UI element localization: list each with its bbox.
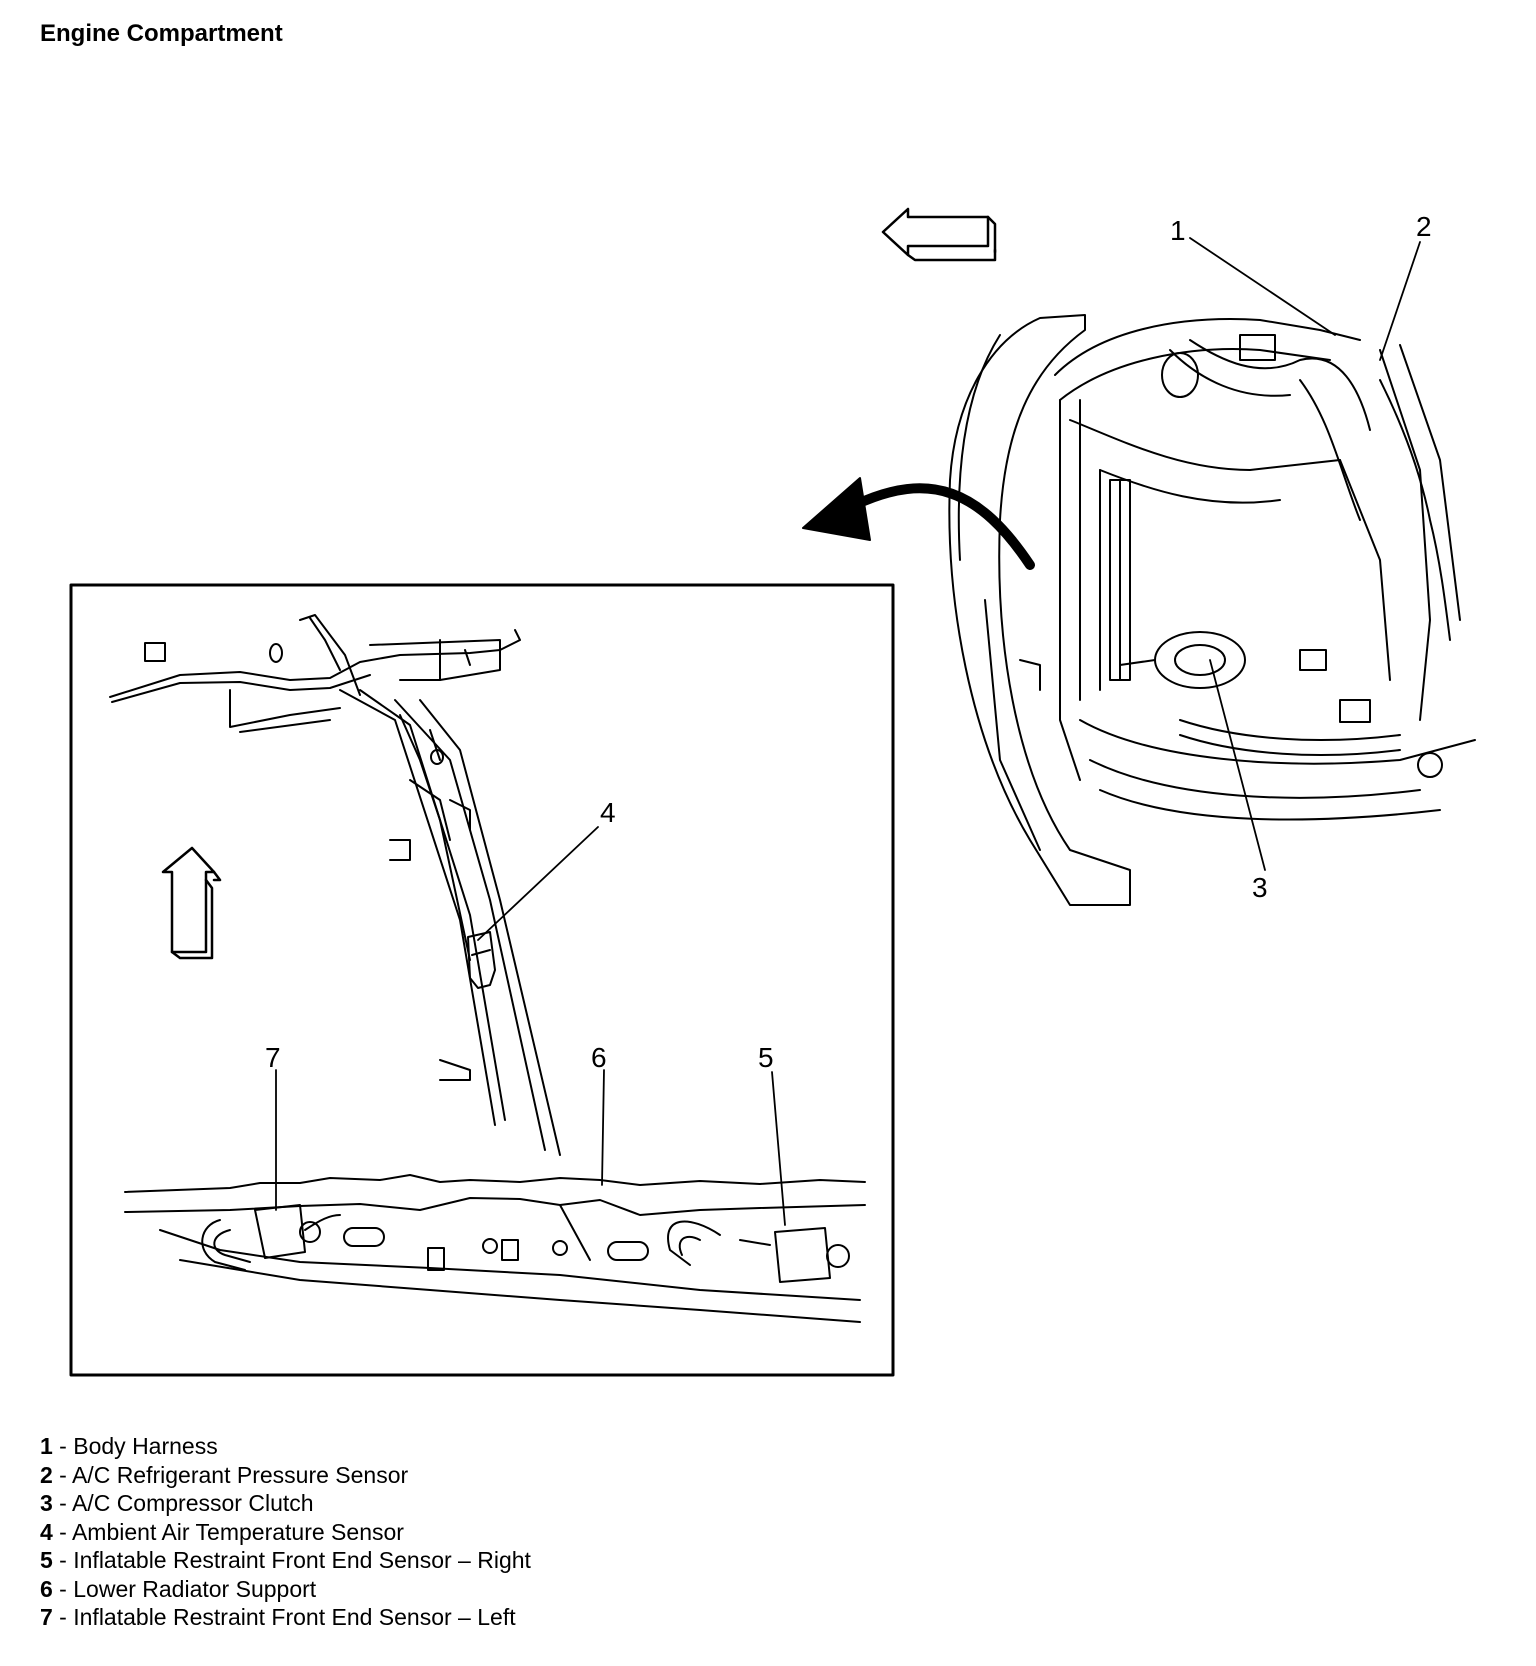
- callout-7: 7: [265, 1042, 281, 1073]
- legend-item: 2 - A/C Refrigerant Pressure Sensor: [40, 1461, 531, 1490]
- callout-6: 6: [591, 1042, 607, 1073]
- legend-label: Body Harness: [73, 1433, 218, 1459]
- direction-arrow-up-icon: [161, 846, 222, 960]
- detail-leader-lines: [275, 826, 786, 1226]
- legend-separator: -: [52, 1433, 74, 1459]
- legend-number: 6: [40, 1575, 53, 1602]
- legend-item: 6 - Lower Radiator Support: [40, 1575, 531, 1604]
- legend-separator: -: [52, 1518, 72, 1545]
- page-title: Engine Compartment: [40, 20, 283, 47]
- legend-number: 5: [40, 1547, 53, 1573]
- legend-label: Ambient Air Temperature Sensor: [71, 1518, 404, 1545]
- callout-labels: 1 2 3 4 5 6 7: [265, 211, 1432, 1073]
- legend-separator: -: [52, 1547, 74, 1573]
- legend-label: Inflatable Restraint Front End Sensor – …: [73, 1604, 516, 1630]
- legend: 1 - Body Harness 2 - A/C Refrigerant Pre…: [40, 1432, 531, 1632]
- legend-number: 3: [40, 1490, 53, 1516]
- callout-1: 1: [1170, 215, 1186, 246]
- legend-separator: -: [52, 1575, 74, 1602]
- detail-curved-arrow-icon: [802, 477, 1035, 570]
- legend-separator: -: [52, 1490, 72, 1516]
- engine-compartment-overview: [948, 314, 1476, 906]
- callout-3: 3: [1252, 872, 1268, 903]
- legend-item: 4 - Ambient Air Temperature Sensor: [40, 1518, 531, 1547]
- legend-number: 2: [40, 1461, 53, 1488]
- legend-item: 1 - Body Harness: [40, 1432, 531, 1461]
- right-front-end-sensor: [667, 1220, 850, 1283]
- legend-separator: -: [52, 1461, 72, 1488]
- legend-number: 7: [40, 1604, 53, 1630]
- callout-5: 5: [758, 1042, 774, 1073]
- legend-label: Lower Radiator Support: [73, 1575, 317, 1602]
- legend-item: 7 - Inflatable Restraint Front End Senso…: [40, 1603, 531, 1632]
- legend-number: 4: [40, 1518, 53, 1545]
- direction-arrow-left-icon: [881, 207, 997, 262]
- legend-item: 5 - Inflatable Restraint Front End Senso…: [40, 1546, 531, 1575]
- callout-2: 2: [1416, 211, 1432, 242]
- legend-label: A/C Compressor Clutch: [71, 1490, 314, 1516]
- legend-item: 3 - A/C Compressor Clutch: [40, 1489, 531, 1518]
- legend-label: A/C Refrigerant Pressure Sensor: [71, 1461, 409, 1488]
- legend-separator: -: [52, 1604, 74, 1630]
- left-front-end-sensor: [201, 1204, 341, 1271]
- overview-leader-lines: [1189, 237, 1421, 871]
- legend-label: Inflatable Restraint Front End Sensor – …: [73, 1547, 531, 1573]
- detail-inset: [69, 583, 895, 1377]
- legend-number: 1: [40, 1433, 53, 1459]
- callout-4: 4: [600, 797, 616, 828]
